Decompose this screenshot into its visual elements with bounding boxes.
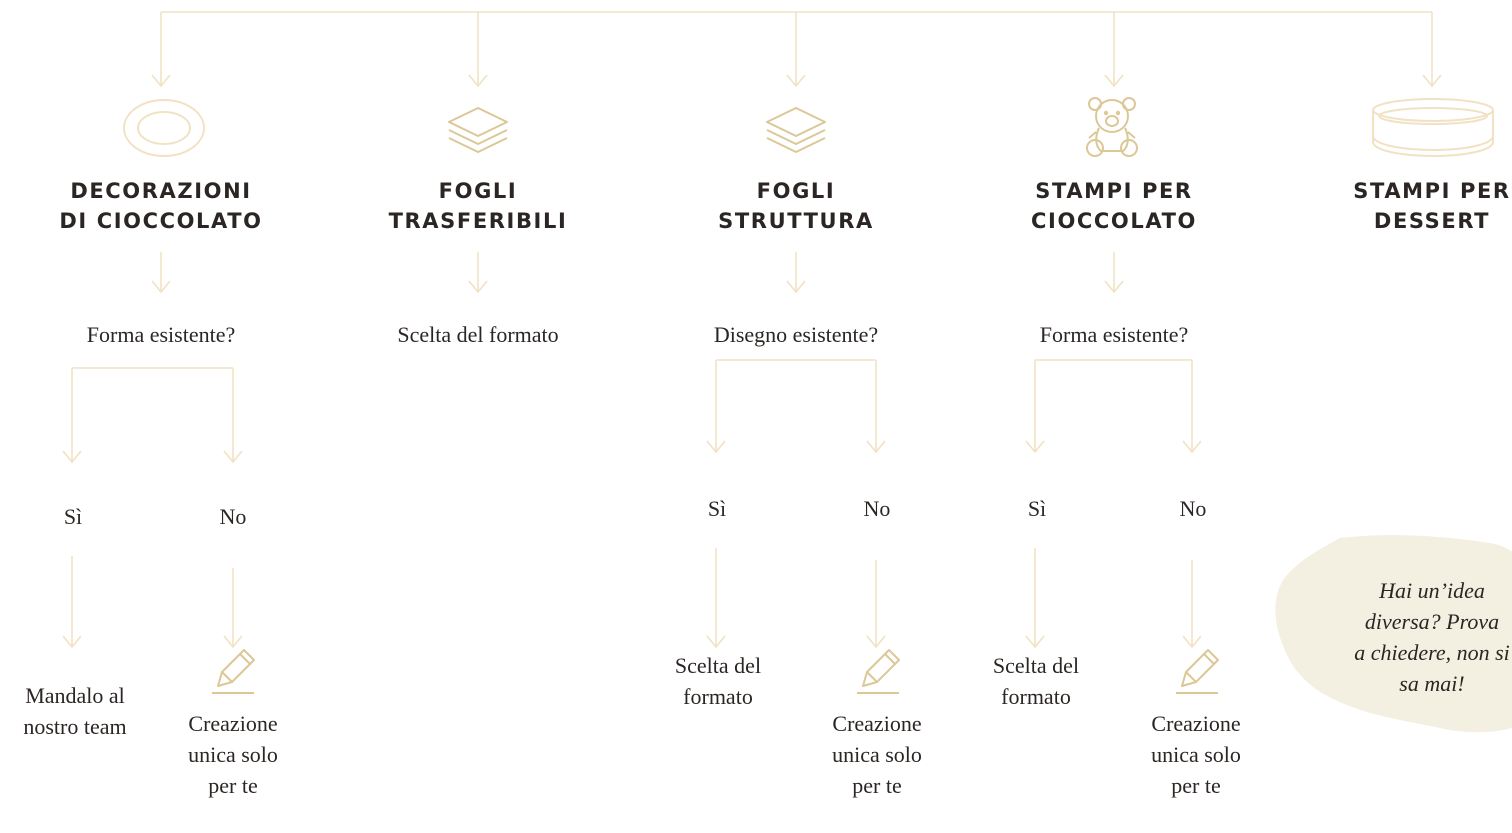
note-text: Hai un’idea diversa? Prova a chiedere, n… bbox=[1354, 578, 1510, 696]
arrow-head bbox=[1182, 440, 1202, 454]
arrow-head bbox=[706, 635, 726, 649]
arrow-head bbox=[706, 440, 726, 454]
arrow-head bbox=[786, 74, 806, 88]
arrow-head bbox=[786, 280, 806, 294]
arrow-head bbox=[62, 450, 82, 464]
arrow-head bbox=[1025, 440, 1045, 454]
arrow-head bbox=[223, 450, 243, 464]
arrow-head bbox=[223, 635, 243, 649]
arrow-head bbox=[62, 635, 82, 649]
arrow-head bbox=[1025, 635, 1045, 649]
arrow-head bbox=[1182, 635, 1202, 649]
arrow-head bbox=[1422, 74, 1442, 88]
note-blob bbox=[1275, 535, 1512, 733]
arrow-head bbox=[866, 635, 886, 649]
arrow-head bbox=[151, 280, 171, 294]
arrow-head bbox=[468, 74, 488, 88]
arrow-head bbox=[866, 440, 886, 454]
arrow-head bbox=[1104, 74, 1124, 88]
arrow-head bbox=[151, 74, 171, 88]
arrow-head bbox=[1104, 280, 1124, 294]
arrow-head bbox=[468, 280, 488, 294]
